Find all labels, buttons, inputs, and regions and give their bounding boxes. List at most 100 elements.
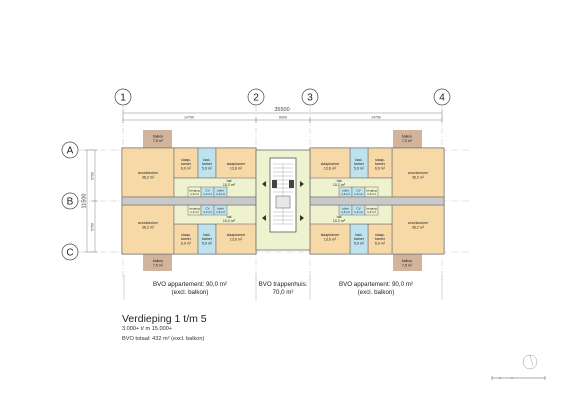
label-slaapkamer-tl: slaapkamer [227, 162, 246, 166]
woonkeuken-top-left [121, 147, 175, 198]
area-slaap-br: 6,9 m² [375, 242, 386, 246]
grid-bubble-4: 4 [433, 88, 451, 106]
area-woonkeuken-bl: 36,2 m² [142, 226, 155, 230]
label-bad-tr: bad- [355, 158, 363, 162]
elevator-shaft [275, 195, 291, 209]
dimension-lines [84, 110, 443, 253]
svg-text:4: 4 [439, 93, 445, 104]
svg-text:A: A [67, 146, 74, 157]
area-balkon-bl: 7,5 m² [153, 264, 164, 268]
label-balkon-tr: balkon [402, 135, 413, 139]
caption-right-line1: BVO appartement: 90,0 m² [339, 281, 413, 288]
area-cv-bl: 1,2 m² [203, 210, 212, 214]
scale-bar [491, 376, 546, 380]
entry-arrows [262, 181, 304, 221]
dim-row-1: 5750 [91, 172, 95, 180]
label-bad-tl: bad- [203, 158, 211, 162]
label-hal-tl: hal [227, 179, 232, 183]
label-cv-tr: CV [356, 189, 361, 193]
label-kamer-tr: kamer [375, 162, 386, 166]
label-cv-tl: CV [205, 189, 210, 193]
woonkeuken-bottom-left [121, 204, 175, 255]
caption-left-line1: BVO appartement: 90,0 m² [153, 281, 227, 288]
caption-left-line2: (excl. balkon) [172, 289, 209, 296]
area-berging-bl: 1,6 m² [190, 210, 199, 214]
area-bad-tr: 5,9 m² [354, 167, 365, 171]
caption-dividers [123, 275, 443, 300]
label-cv-br: CV [356, 207, 361, 211]
label-hal-bl: hal [227, 215, 232, 219]
apartment-right [309, 130, 445, 271]
grid-bubble-a: A [61, 141, 79, 159]
area-woonkeuken-tr: 36,2 m² [412, 176, 425, 180]
area-berging-tr: 1,6 m² [367, 192, 376, 196]
label-cv-bl: CV [205, 207, 210, 211]
grid-bubble-b: B [61, 192, 79, 210]
dim-segment-2: 6000 [279, 116, 287, 120]
area-balkon-br: 7,5 m² [402, 264, 413, 268]
label-slaap-br: slaap- [375, 233, 386, 237]
label-bad-br: bad- [355, 233, 363, 237]
area-woonkeuken-br: 36,2 m² [412, 226, 425, 230]
caption-right-line2: (excl. balkon) [358, 289, 395, 296]
label-slaapkamer-br: slaapkamer [321, 233, 340, 237]
label-balkon-bl: balkon [153, 259, 164, 263]
label-woonkeuken-bl: woonkeuken [138, 221, 158, 225]
svg-text:1: 1 [120, 93, 126, 104]
area-slaapkamer-tl: 13,6 m² [230, 167, 243, 171]
label-toilet-tl: toilet [217, 189, 224, 193]
dim-total: 35500 [274, 107, 289, 113]
label-bad-bl: bad- [203, 233, 211, 237]
stairwell [255, 149, 311, 251]
grid-bubble-2: 2 [247, 88, 265, 106]
balkon-bottom-right [393, 254, 422, 271]
grid-bubble-1: 1 [114, 88, 132, 106]
area-slaap-bl: 6,9 m² [181, 242, 192, 246]
area-balkon-tr: 7,5 m² [402, 139, 413, 143]
label-berging-br: berging [366, 207, 377, 211]
area-slaap-tr: 6,9 m² [375, 167, 386, 171]
area-balkon-tl: 7,5 m² [153, 139, 164, 143]
area-woonkeuken-tl: 36,2 m² [142, 176, 155, 180]
label-toilet-br: toilet [342, 207, 349, 211]
label-badkamer-tr: kamer [354, 162, 365, 166]
label-badkamer-br: kamer [354, 237, 365, 241]
label-woonkeuken-tl: woonkeuken [138, 171, 158, 175]
area-hal-tl: 10,2 m² [223, 183, 236, 187]
svg-text:2: 2 [253, 93, 259, 104]
label-badkamer-tl: kamer [202, 162, 213, 166]
svg-text:B: B [67, 197, 74, 208]
area-hal-bl: 10,2 m² [223, 219, 236, 223]
balkon-top-left [143, 130, 172, 148]
label-slaap-bl: slaap- [181, 233, 192, 237]
area-toilet-bl: 1,6 m² [216, 210, 225, 214]
label-slaapkamer-tr: slaapkamer [321, 162, 340, 166]
dim-total-depth: 11500 [82, 194, 88, 209]
area-cv-tl: 1,2 m² [203, 192, 212, 196]
caption-middle-line1: BVO trappenhuis: [259, 281, 308, 288]
area-slaapkamer-bl: 13,6 m² [230, 238, 243, 242]
label-badkamer-bl: kamer [202, 237, 213, 241]
label-slaap-tr: slaap- [375, 158, 386, 162]
label-toilet-tr: toilet [342, 189, 349, 193]
label-slaapkamer-bl: slaapkamer [227, 233, 246, 237]
area-hal-tr: 10,2 m² [333, 183, 346, 187]
area-slaapkamer-br: 13,6 m² [324, 238, 337, 242]
balkon-bottom-left [143, 254, 172, 271]
caption-middle-line2: 70,0 m² [273, 289, 294, 296]
area-slaap-tl: 6,9 m² [181, 167, 192, 171]
area-toilet-br: 1,6 m² [341, 210, 350, 214]
label-woonkeuken-br: woonkeuken [408, 221, 428, 225]
north-arrow-icon [522, 354, 538, 370]
area-berging-br: 1,6 m² [367, 210, 376, 214]
label-kamer-br: kamer [375, 237, 386, 241]
area-bad-br: 5,9 m² [354, 242, 365, 246]
label-kamer-tl: kamer [181, 162, 192, 166]
label-woonkeuken-tr: woonkeuken [408, 171, 428, 175]
area-bad-tl: 5,9 m² [202, 167, 213, 171]
grid-bubble-3: 3 [301, 88, 319, 106]
area-cv-br: 1,2 m² [354, 210, 363, 214]
label-berging-bl: berging [189, 207, 200, 211]
balkon-top-right [393, 130, 422, 148]
